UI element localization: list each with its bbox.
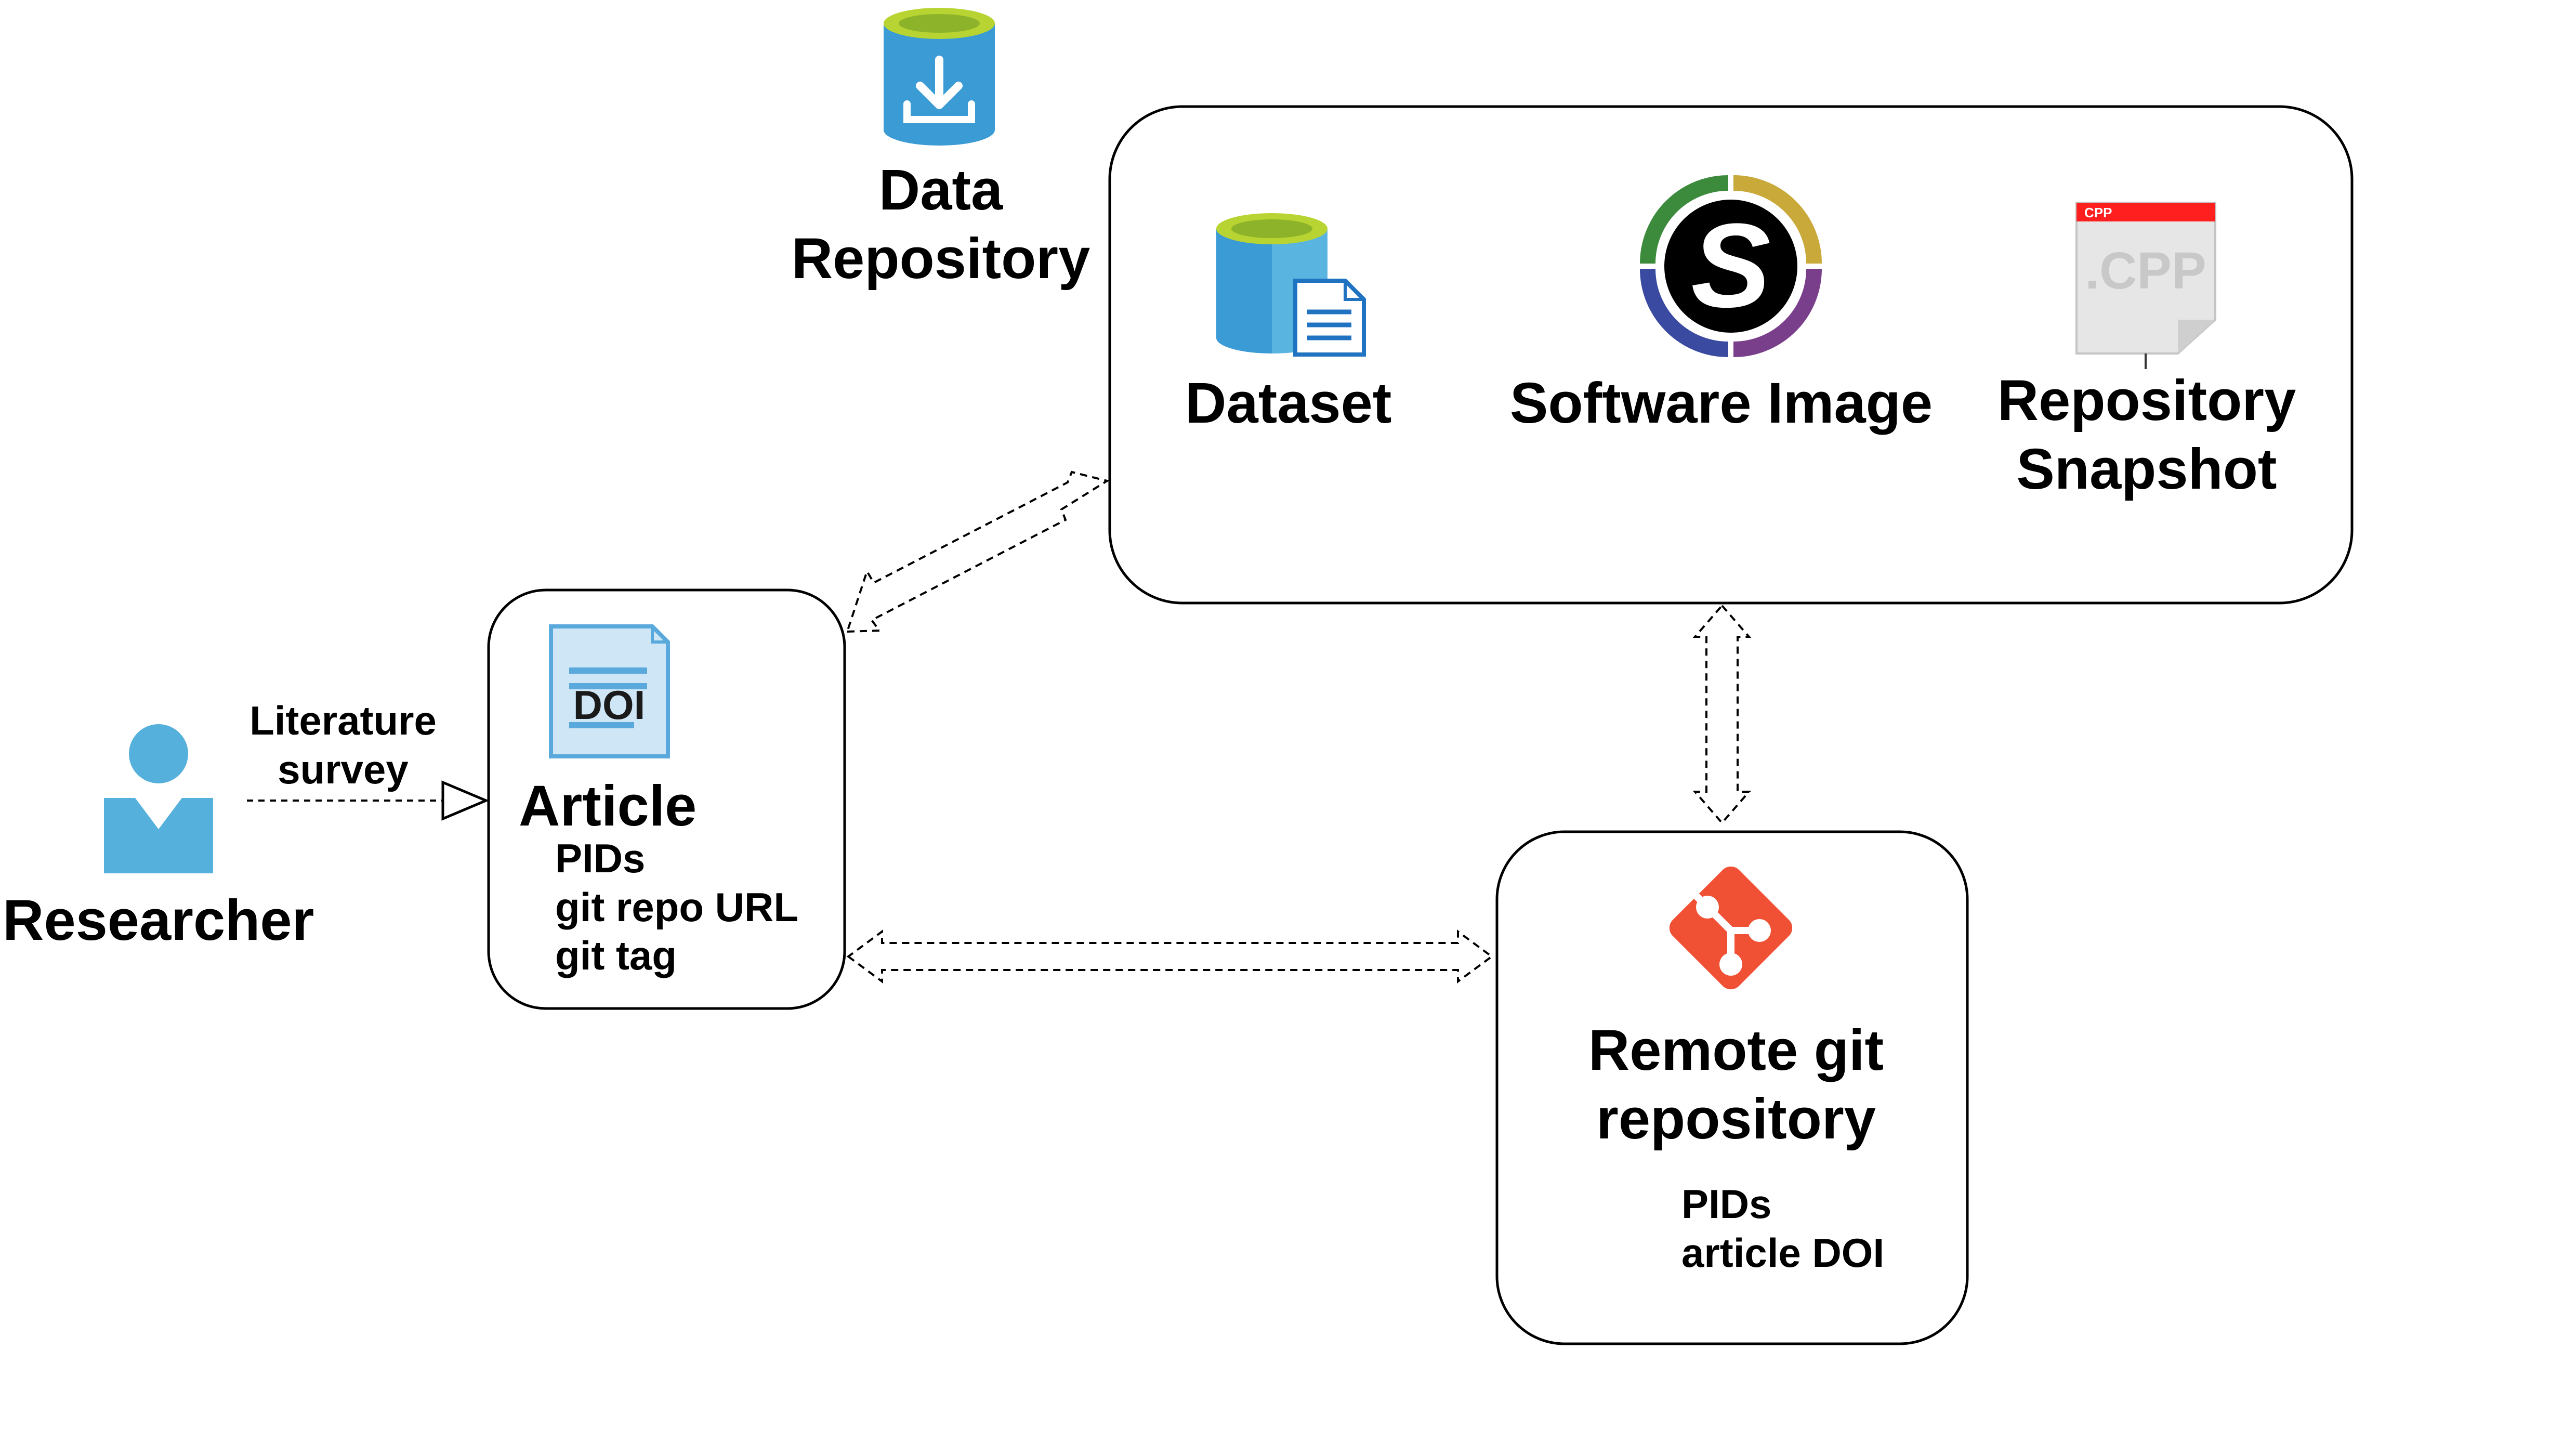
repository-snapshot-label-line1: Repository — [1997, 369, 2296, 433]
remote-git-item-article-doi: article DOI — [1681, 1229, 1885, 1276]
software-image-logo-letter: S — [1691, 199, 1770, 332]
remote-git-label: Remote git repository — [1507, 1016, 1965, 1154]
remote-git-label-line1: Remote git — [1588, 1018, 1884, 1082]
git-logo-icon — [1669, 866, 1793, 990]
arrow-article-to-data-repository — [846, 470, 1110, 633]
literature-survey-arrow — [247, 780, 490, 821]
repository-snapshot-label-line2: Snapshot — [2016, 437, 2277, 501]
cpp-file-icon: CPP .CPP — [2075, 202, 2216, 369]
researcher-icon — [104, 724, 213, 873]
repository-snapshot-label: Repository Snapshot — [1980, 366, 2313, 504]
remote-git-items: PIDs article DOI — [1681, 1180, 1884, 1277]
article-items: PIDs git repo URL git tag — [555, 834, 798, 980]
article-item-git-tag: git tag — [555, 933, 677, 979]
dataset-icon — [1216, 213, 1366, 357]
data-repository-box — [1108, 105, 2354, 605]
literature-survey-label-line1: Literature — [249, 698, 437, 743]
software-image-logo: S — [1640, 175, 1822, 357]
remote-git-label-line2: repository — [1596, 1087, 1876, 1151]
data-repository-label-line2: Repository — [791, 227, 1090, 291]
doi-icon-text: DOI — [573, 682, 646, 728]
article-item-pids: PIDs — [555, 835, 646, 881]
remote-git-item-pids: PIDs — [1681, 1181, 1772, 1227]
article-title: Article — [519, 774, 697, 838]
software-image-label: Software Image — [1510, 371, 1933, 435]
researcher-label: Researcher — [3, 888, 314, 952]
data-repository-label-line1: Data — [878, 158, 1003, 222]
article-item-git-repo-url: git repo URL — [555, 884, 798, 930]
remote-git-box — [1495, 830, 1969, 1345]
dataset-label: Dataset — [1185, 371, 1392, 435]
arrow-article-to-remote-git — [846, 929, 1494, 984]
doi-document-icon: DOI — [549, 624, 670, 758]
literature-survey-label: Literature survey — [224, 697, 463, 794]
cpp-file-badge: CPP — [2084, 205, 2112, 220]
data-repository-label: Data Repository — [769, 156, 1112, 293]
data-repository-icon — [884, 8, 995, 146]
cpp-file-ext: .CPP — [2085, 242, 2206, 300]
arrow-data-repository-to-remote-git — [1692, 604, 1752, 825]
literature-survey-label-line2: survey — [278, 746, 409, 792]
